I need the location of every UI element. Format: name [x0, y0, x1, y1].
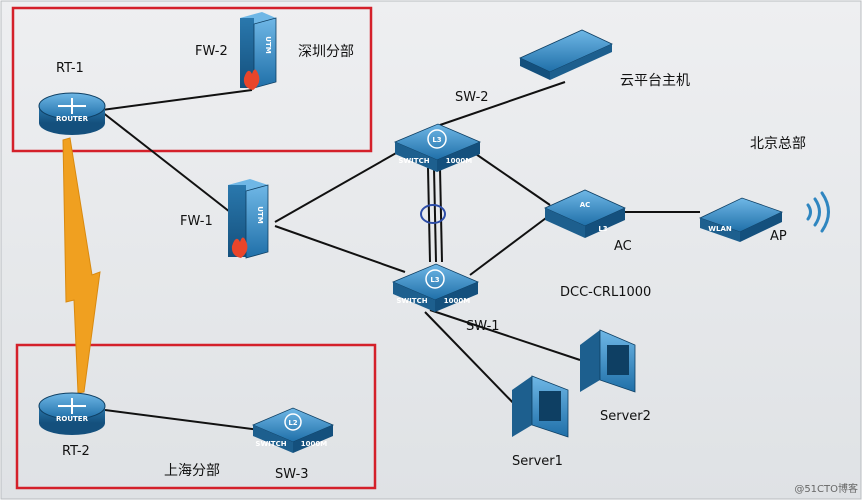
switch-type-label: SWITCH [398, 157, 429, 165]
server1[interactable] [512, 375, 569, 438]
switch-layer-label: L3 [430, 276, 439, 284]
wan-lightning-link [62, 137, 101, 394]
access-controller-ac[interactable]: AC L3 [544, 189, 626, 238]
label-server2: Server2 [600, 409, 651, 424]
switch-arrows-icon [284, 413, 302, 431]
label-dcc: DCC-CRL1000 [560, 285, 651, 300]
l3-switch-sw1[interactable]: L3 SWITCH 1000M [391, 263, 480, 312]
wifi-signal-icon [806, 191, 830, 233]
ac-layer-label: L3 [598, 225, 607, 233]
monitor-screen-icon [539, 391, 561, 421]
firewall-fw1[interactable]: UTM [228, 179, 269, 259]
link-fw1-sw1 [274, 225, 406, 273]
link-rt1-fw2 [101, 89, 253, 111]
network-links [101, 81, 700, 431]
label-ap: AP [770, 229, 787, 244]
switch-layer-label: L3 [432, 136, 441, 144]
label-rt2: RT-2 [62, 444, 90, 459]
link-sw2-sw1-c [439, 167, 443, 263]
label-cloud-host: 云平台主机 [620, 73, 690, 89]
watermark: @51CTO博客 [794, 482, 858, 495]
switch-layer-label: L2 [288, 419, 297, 427]
ac-device-label: AC [580, 201, 591, 209]
link-aggregation-ring [420, 204, 446, 224]
router-arrows-icon [58, 398, 86, 414]
fire-icon [231, 237, 248, 258]
link-sw2-ac [469, 149, 551, 206]
shenzhen-region-box [11, 6, 373, 153]
monitor-screen-icon [607, 345, 629, 375]
cloud-platform-host[interactable] [519, 29, 613, 80]
wlan-label: WLAN [708, 225, 732, 233]
router-rt1[interactable]: ROUTER [38, 92, 106, 135]
label-ac: AC [614, 239, 632, 254]
link-rt2-sw3 [104, 409, 261, 431]
label-rt1: RT-1 [56, 61, 84, 76]
link-sw2-sw1-b [433, 167, 437, 263]
link-sw1-server1 [424, 311, 521, 411]
l3-switch-sw2[interactable]: L3 SWITCH 1000M [393, 123, 482, 172]
server2[interactable] [580, 329, 636, 393]
firewall-fw2[interactable]: UTM [240, 12, 277, 90]
link-rt1-fw1 [101, 111, 231, 213]
label-sw2: SW-2 [455, 90, 489, 105]
switch-speed-label: 1000M [444, 297, 470, 305]
label-shenzhen: 深圳分部 [298, 44, 354, 60]
label-shanghai: 上海分部 [164, 463, 220, 479]
label-sw1: SW-1 [466, 319, 500, 334]
link-sw1-ac [469, 214, 551, 276]
switch-arrows-icon [425, 269, 445, 289]
l2-switch-sw3[interactable]: L2 SWITCH 1000M [251, 407, 335, 453]
router-arrows-icon [58, 98, 86, 114]
switch-arrows-icon [427, 129, 447, 149]
switch-speed-label: 1000M [301, 440, 327, 448]
link-sw1-server2 [429, 309, 581, 361]
label-server1: Server1 [512, 454, 563, 469]
wireless-ap[interactable]: WLAN [698, 191, 830, 242]
utm-label: UTM [264, 36, 272, 53]
router-rt2[interactable]: ROUTER [38, 392, 106, 435]
label-fw2: FW-2 [195, 44, 228, 59]
label-sw3: SW-3 [275, 467, 309, 482]
shanghai-region-box [15, 343, 377, 490]
router-label: ROUTER [56, 415, 89, 423]
utm-label: UTM [256, 206, 264, 223]
link-sw2-cloud [439, 81, 566, 126]
router-label: ROUTER [56, 115, 89, 123]
link-sw2-sw1-a [427, 167, 431, 263]
switch-speed-label: 1000M [446, 157, 472, 165]
switch-type-label: SWITCH [255, 440, 286, 448]
fire-icon [243, 69, 260, 90]
label-fw1: FW-1 [180, 214, 213, 229]
switch-type-label: SWITCH [396, 297, 427, 305]
link-fw1-sw2 [274, 147, 406, 223]
label-beijing: 北京总部 [750, 136, 806, 152]
